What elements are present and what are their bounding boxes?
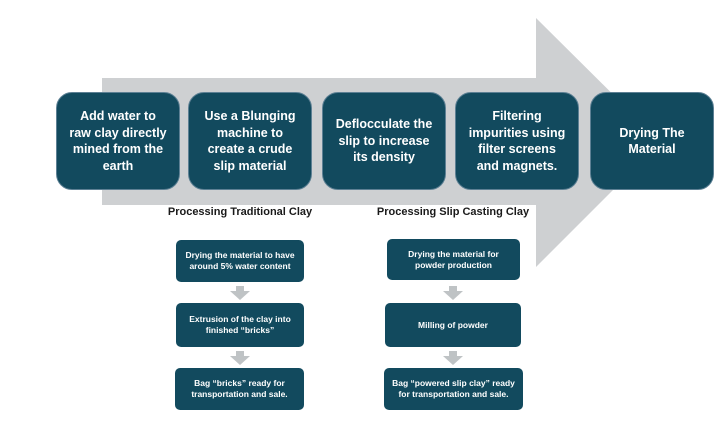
flow-step-label: Filtering impurities using filter screen… [468,109,566,173]
flow-step-label: Add water to raw clay directly mined fro… [69,109,167,173]
flow-step-blunging: Use a Blunging machine to create a crude… [188,92,312,190]
branch-step-label: Milling of powder [418,319,488,330]
branch-step-drying-5pct: Drying the material to have around 5% wa… [176,240,304,282]
flow-step-filtering: Filtering impurities using filter screen… [455,92,579,190]
down-arrow-icon [229,286,251,300]
flow-step-drying: Drying The Material [590,92,714,190]
flow-step-label: Drying The Material [619,125,685,157]
flow-step-label: Deflocculate the slip to increase its de… [335,117,433,165]
down-arrow-icon [442,351,464,365]
flow-step-label: Use a Blunging machine to create a crude… [204,109,296,173]
down-arrow-icon [229,351,251,365]
branch-step-label: Bag “bricks” ready for transportation an… [191,378,288,399]
branch-step-bag-powder: Bag “powered slip clay” ready for transp… [384,368,523,410]
branch-step-label: Drying the material to have around 5% wa… [185,250,295,271]
branch-step-bag-bricks: Bag “bricks” ready for transportation an… [175,368,304,410]
branch-title-slip-casting: Processing Slip Casting Clay [376,206,530,218]
branch-step-milling: Milling of powder [385,303,521,347]
flow-step-deflocculate: Deflocculate the slip to increase its de… [322,92,446,190]
branch-step-label: Drying the material for powder productio… [408,248,499,270]
flow-step-add-water: Add water to raw clay directly mined fro… [56,92,180,190]
branch-step-label: Extrusion of the clay into finished “bri… [189,314,291,335]
branch-step-drying-powder: Drying the material for powder productio… [387,239,520,280]
branch-step-label: Bag “powered slip clay” ready for transp… [392,378,515,399]
branch-title-traditional: Processing Traditional Clay [167,206,313,218]
branch-step-extrusion: Extrusion of the clay into finished “bri… [176,303,304,347]
down-arrow-icon [442,286,464,300]
